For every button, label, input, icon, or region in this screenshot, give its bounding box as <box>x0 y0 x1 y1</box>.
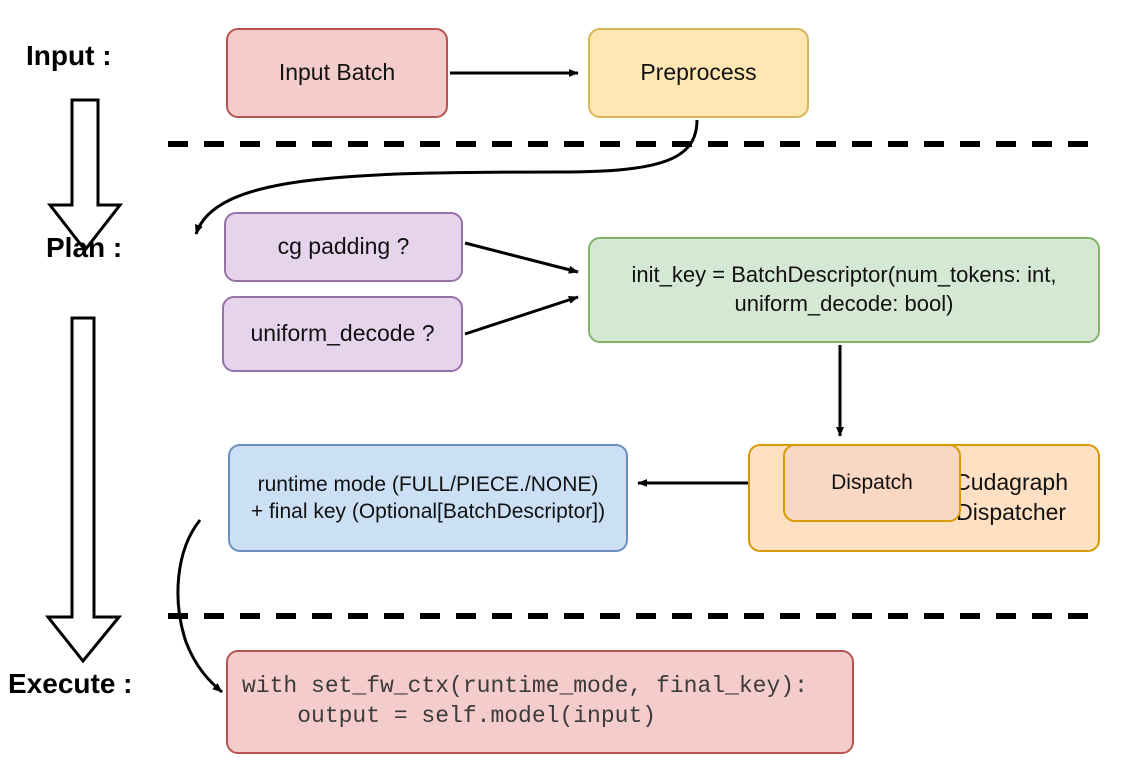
stage-label-plan: Plan : <box>46 232 123 263</box>
node-execute-code-block[interactable]: with set_fw_ctx(runtime_mode, final_key)… <box>226 650 854 754</box>
node-cg-padding[interactable]: cg padding ? <box>224 212 463 282</box>
node-init-key-batch-descriptor[interactable]: init_key = BatchDescriptor(num_tokens: i… <box>588 237 1100 343</box>
node-uniform-decode[interactable]: uniform_decode ? <box>222 296 463 372</box>
node-runtime-mode-final-key[interactable]: runtime mode (FULL/PIECE./NONE) + final … <box>228 444 628 552</box>
node-input-batch[interactable]: Input Batch <box>226 28 448 118</box>
edge-runtime-mode-to-exec-code <box>176 519 223 694</box>
stage-label-execute: Execute : <box>8 668 133 699</box>
node-dispatch[interactable]: Dispatch <box>783 444 961 522</box>
plan-to-execute-arrow <box>44 316 123 664</box>
stage-label-input: Input : <box>26 40 112 71</box>
edge-cg-padding-to-init-key <box>464 241 579 274</box>
node-preprocess[interactable]: Preprocess <box>588 28 809 118</box>
input-to-plan-arrow <box>46 98 124 253</box>
edge-preprocess-to-cg-padding <box>194 119 699 235</box>
edge-uniform-decode-to-init-key <box>464 295 579 336</box>
